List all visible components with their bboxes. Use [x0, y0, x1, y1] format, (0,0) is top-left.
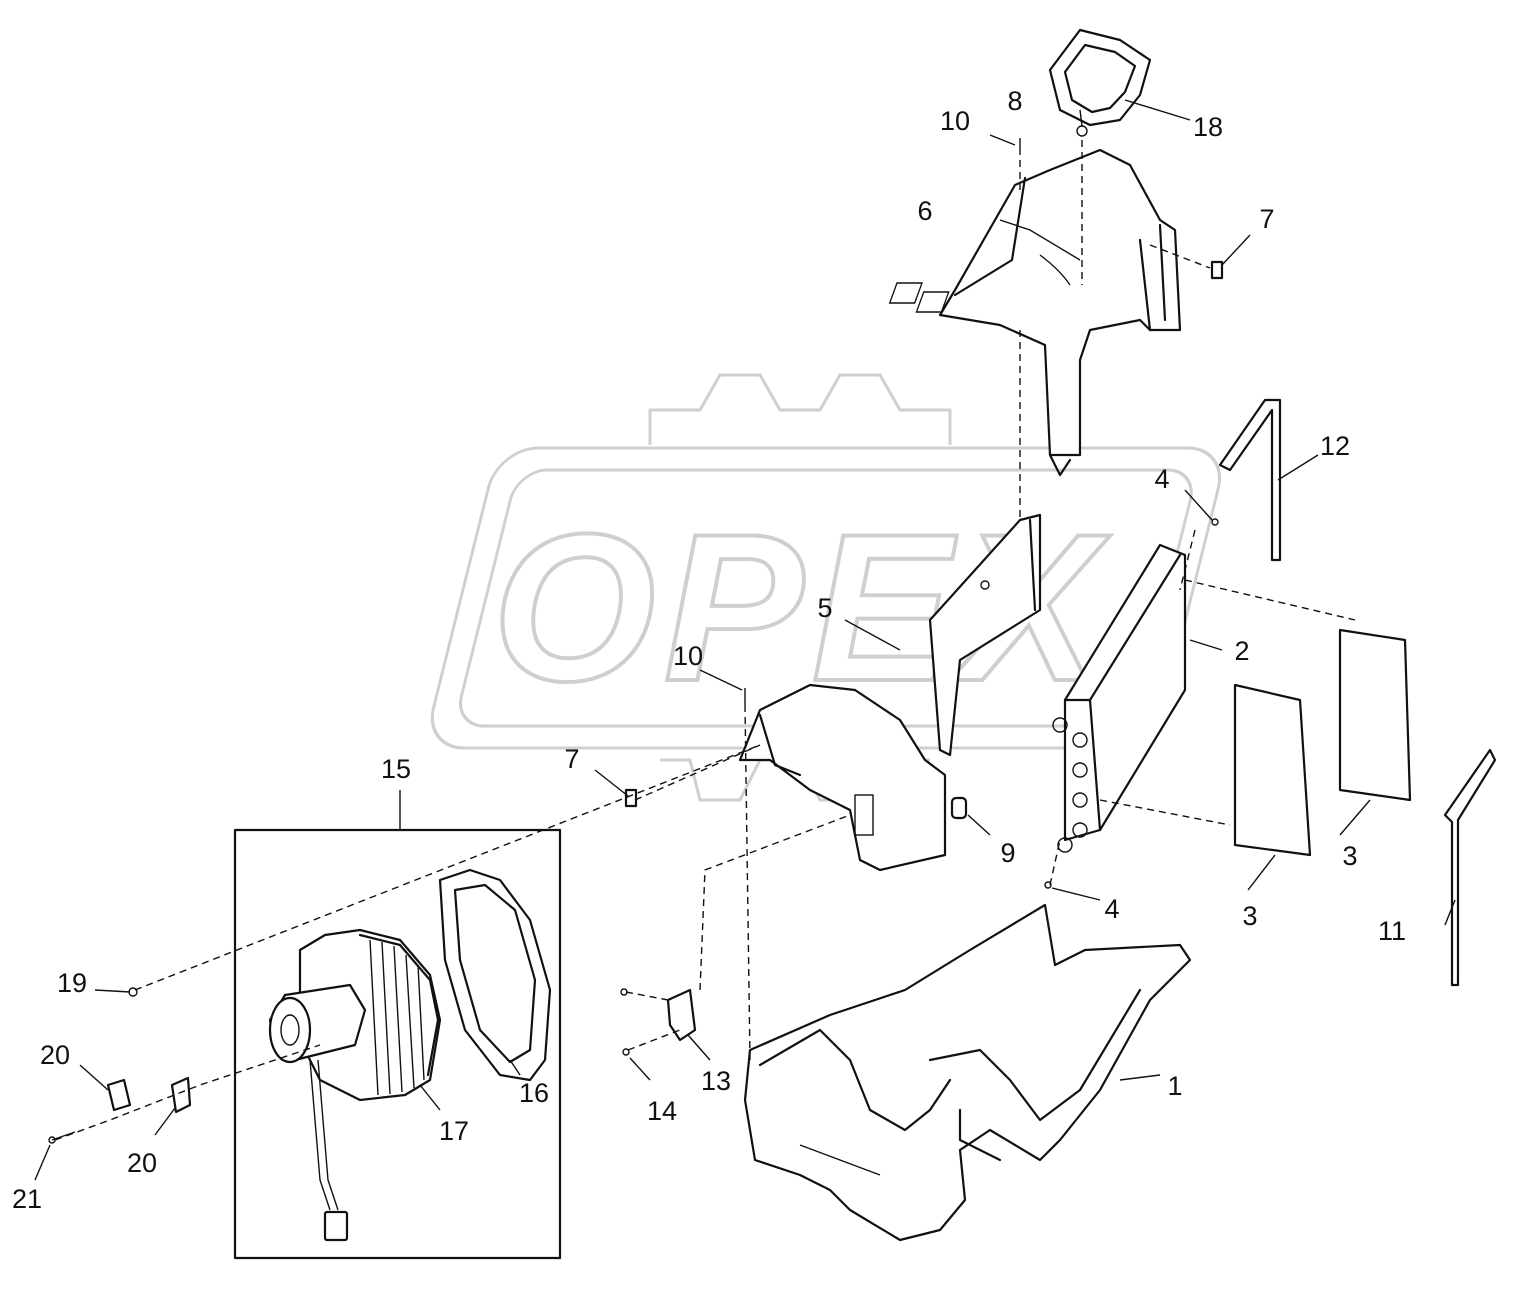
- callout-18: 18: [1193, 112, 1223, 142]
- part-3-filter-left: [1233, 683, 1312, 857]
- callout-14: 14: [647, 1096, 677, 1126]
- blower-housing-upper: [738, 683, 947, 872]
- leader-lines: [34, 99, 1456, 1181]
- part-1-lower-housing: [743, 903, 1192, 1242]
- callout-10-lower: 10: [673, 641, 703, 671]
- callout-16: 16: [519, 1078, 549, 1108]
- callout-20-left: 20: [40, 1040, 70, 1070]
- callout-20-right: 20: [127, 1148, 157, 1178]
- callout-1: 1: [1167, 1071, 1182, 1101]
- part-3-filter-right: [1338, 628, 1412, 802]
- callout-19: 19: [57, 968, 87, 998]
- callout-2: 2: [1234, 636, 1249, 666]
- part-10-screws: [744, 138, 1021, 705]
- callout-11: 11: [1378, 916, 1406, 946]
- part-7-clip-upper: [1210, 260, 1224, 280]
- callout-3-right: 3: [1342, 841, 1357, 871]
- callout-3-left: 3: [1242, 901, 1257, 931]
- callout-8: 8: [1007, 86, 1022, 116]
- part-12-seal: [1218, 398, 1282, 562]
- callouts: 1 2 3 3 4 4 5 6 7 7 8 9 10 10 11 12 13 1…: [12, 86, 1406, 1214]
- part-8-nut: [1076, 125, 1088, 137]
- part-20-clamps: [106, 1076, 192, 1114]
- part-11-seal: [1443, 748, 1497, 987]
- part-2-evaporator-core: [1052, 543, 1187, 853]
- part-14-screws: [620, 988, 630, 1056]
- part-5-center-duct: [928, 513, 1042, 757]
- part-15-blower-assembly-box: [233, 828, 562, 1260]
- part-18-gasket: [1048, 28, 1152, 127]
- callout-4-lower: 4: [1104, 894, 1119, 924]
- callout-21: 21: [12, 1184, 42, 1214]
- part-4-screws: [1044, 518, 1219, 889]
- callout-7-lower: 7: [564, 744, 579, 774]
- callout-15: 15: [381, 754, 411, 784]
- callout-12: 12: [1320, 431, 1350, 461]
- callout-9: 9: [1000, 838, 1015, 868]
- part-6-upper-duct: [888, 148, 1182, 477]
- part-17-blower-motor: [268, 928, 442, 1242]
- part-9-bushing: [950, 796, 968, 820]
- callout-7-upper: 7: [1259, 204, 1274, 234]
- callout-4-upper: 4: [1154, 464, 1169, 494]
- callout-10-upper: 10: [940, 106, 970, 136]
- part-16-mount-plate: [438, 868, 552, 1082]
- part-7-clip-lower: [624, 788, 638, 808]
- callout-6: 6: [917, 196, 932, 226]
- callout-5: 5: [817, 593, 832, 623]
- part-13-bracket: [666, 988, 697, 1042]
- callout-17: 17: [439, 1116, 469, 1146]
- assembly-lines: [54, 140, 1356, 1141]
- callout-13: 13: [701, 1066, 731, 1096]
